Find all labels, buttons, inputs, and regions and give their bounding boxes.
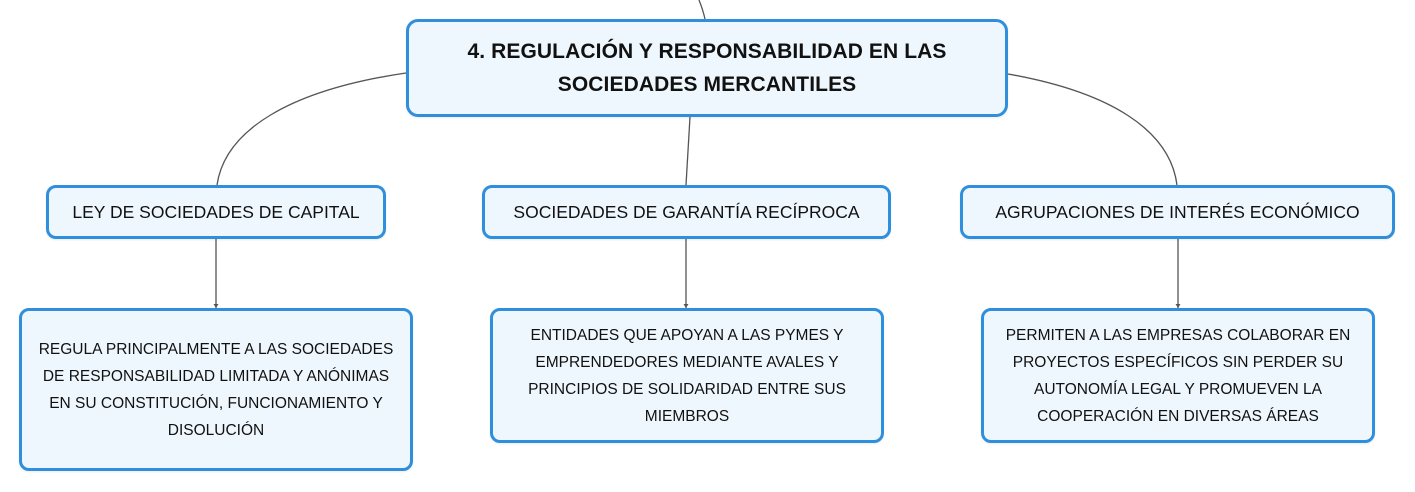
connector-root-to-aie	[1007, 73, 1178, 186]
branch-node-sociedades-garantia-reciproca[interactable]: SOCIEDADES DE GARANTÍA RECÍPROCA	[482, 185, 891, 239]
detail-text: PERMITEN A LAS EMPRESAS COLABORAR EN PRO…	[1005, 326, 1351, 425]
detail-node-sociedades-garantia-reciproca[interactable]: ENTIDADES QUE APOYAN A LAS PYMES Y EMPRE…	[490, 308, 884, 443]
branch-label: AGRUPACIONES DE INTERÉS ECONÓMICO	[995, 202, 1360, 222]
connector-parent-to-root	[698, 0, 706, 20]
branch-label: SOCIEDADES DE GARANTÍA RECÍPROCA	[513, 202, 860, 222]
detail-node-agrupaciones-interes-economico[interactable]: PERMITEN A LAS EMPRESAS COLABORAR EN PRO…	[981, 308, 1375, 443]
root-topic-label: 4. REGULACIÓN Y RESPONSABILIDAD EN LAS S…	[467, 40, 947, 96]
connector-root-to-ley	[216, 72, 407, 186]
detail-text: REGULA PRINCIPALMENTE A LAS SOCIEDADES D…	[38, 340, 394, 439]
branch-node-agrupaciones-interes-economico[interactable]: AGRUPACIONES DE INTERÉS ECONÓMICO	[960, 185, 1395, 239]
root-topic-node[interactable]: 4. REGULACIÓN Y RESPONSABILIDAD EN LAS S…	[406, 19, 1008, 117]
branch-node-ley-sociedades-capital[interactable]: LEY DE SOCIEDADES DE CAPITAL	[46, 185, 386, 239]
connector-root-to-sgr	[685, 116, 691, 186]
detail-node-ley-sociedades-capital[interactable]: REGULA PRINCIPALMENTE A LAS SOCIEDADES D…	[19, 308, 413, 471]
detail-text: ENTIDADES QUE APOYAN A LAS PYMES Y EMPRE…	[528, 326, 846, 425]
branch-label: LEY DE SOCIEDADES DE CAPITAL	[72, 202, 360, 222]
